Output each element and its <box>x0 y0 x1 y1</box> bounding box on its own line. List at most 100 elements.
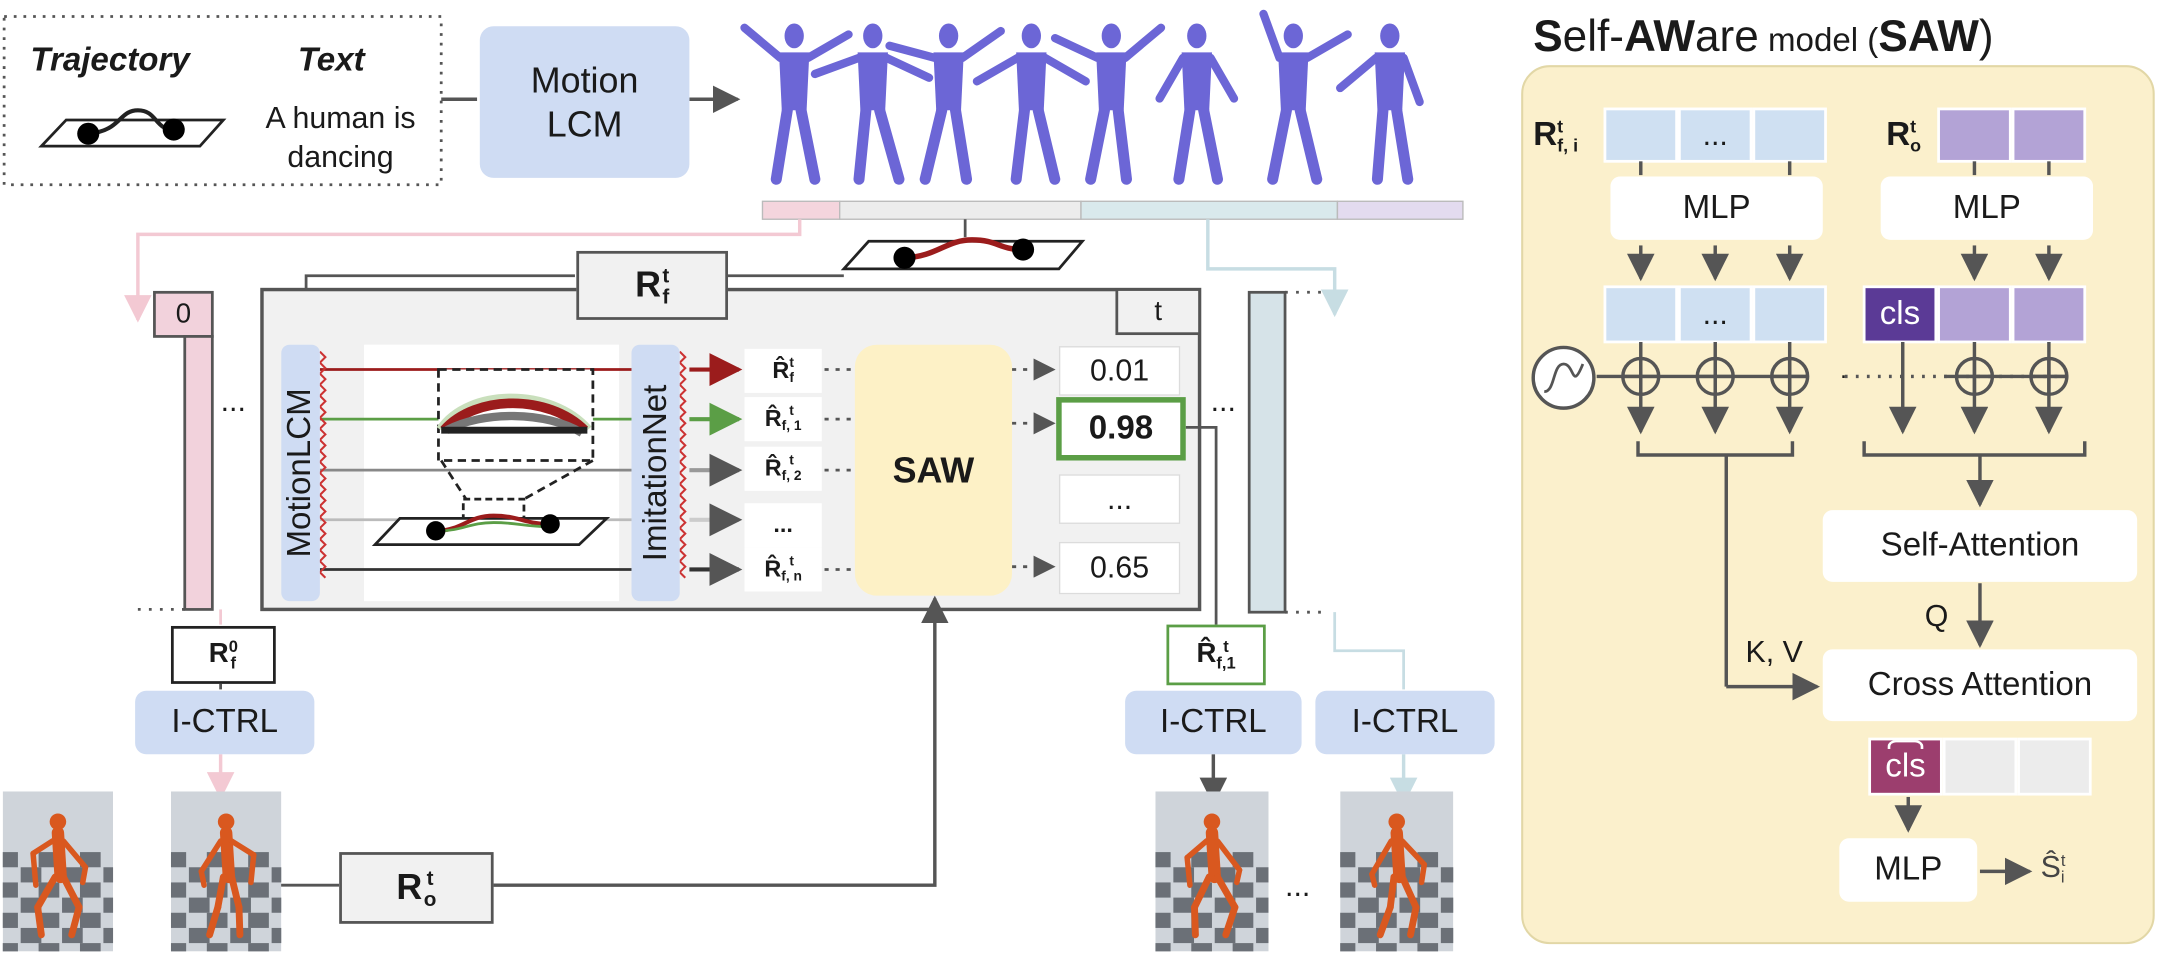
motionlcm-vertical-box: MotionLCM <box>281 344 320 602</box>
human-figure-7 <box>1335 23 1424 185</box>
saw-block: SAW <box>854 344 1013 596</box>
output-base: Ŝ <box>2040 849 2061 884</box>
frame-t-label: t <box>1154 295 1163 327</box>
rfi-base: R <box>1533 115 1558 154</box>
human-figure-0 <box>740 23 853 185</box>
saw-title: Self-AWare model (SAW) <box>1533 11 1993 62</box>
score-1: 0.01 <box>1058 346 1181 396</box>
robot-sim-tile-3 <box>1155 791 1269 952</box>
self-attention-box: Self-Attention <box>1822 510 2138 582</box>
ictrl-box-3: I-CTRL <box>1315 690 1495 755</box>
motionlcm-vertical-label: MotionLCM <box>281 388 319 558</box>
positional-encoding-icon <box>1531 345 1596 410</box>
robot-sim-2 <box>170 791 282 952</box>
rf1-sup: t <box>1223 637 1229 657</box>
ro-saw-sub: o <box>1910 134 1922 156</box>
cls-token: cls <box>1879 295 1921 333</box>
trajectory-plane-icon <box>38 118 227 148</box>
cross-attention-box: Cross Attention <box>1822 649 2138 722</box>
robot-sim-3 <box>1155 791 1269 952</box>
saw-title-aw: AW <box>1623 11 1696 61</box>
human-figures <box>740 9 1424 185</box>
saw-title-close: ) <box>1978 11 1994 61</box>
motion-lcm-line-2: LCM <box>546 103 623 145</box>
rf-sup: t <box>662 264 670 289</box>
robot-sim-tile-1 <box>2 791 114 952</box>
prompt-line-1: A human is <box>265 100 416 136</box>
text-label: Text <box>297 41 365 79</box>
imitationnet-vertical-label: ImitationNet <box>636 384 674 562</box>
candidate-sup: t <box>789 355 794 371</box>
rfi-sub: f, i <box>1557 134 1579 156</box>
mlp-box-1: MLP <box>1610 176 1823 240</box>
saw-title-elf: elf- <box>1562 11 1624 61</box>
cls-hat-text: cls <box>1885 747 1926 785</box>
candidate-sub: f, 2 <box>781 468 802 484</box>
ro-base: R <box>396 865 423 908</box>
prompt-line-2: dancing <box>287 139 394 174</box>
kv-label: K, V <box>1745 634 1803 669</box>
robot-sim-tile-2 <box>170 791 282 952</box>
candidate-base: ... <box>773 511 793 538</box>
ro-saw-sup: t <box>1910 115 1917 137</box>
human-figure-2 <box>885 23 1005 185</box>
rfi-sup: t <box>1557 115 1564 137</box>
ellipsis-bottom: ... <box>1285 868 1311 904</box>
human-figure-4 <box>1050 23 1166 185</box>
motion-lcm-line-1: Motion <box>530 59 639 101</box>
score-best: 0.98 <box>1056 397 1186 461</box>
candidate-sup: t <box>789 403 794 420</box>
ro-saw-base: R <box>1886 115 1911 154</box>
saw-title-are: are <box>1695 11 1759 61</box>
ro-sup: t <box>426 867 434 891</box>
ictrl-box-2: I-CTRL <box>1125 690 1302 755</box>
rf-base: R <box>635 263 661 305</box>
candidate-label-3: ... <box>744 503 822 548</box>
robot-sim-4 <box>1340 791 1454 952</box>
candidate-base: R̂ <box>764 555 782 582</box>
candidate-sub: f, 1 <box>781 419 802 435</box>
ellipsis-left: ... <box>220 383 246 418</box>
score-n: 0.65 <box>1058 541 1181 595</box>
r0-sup: 0 <box>228 637 238 657</box>
human-figure-6 <box>1259 9 1352 185</box>
dots-purple-row: · <box>1839 361 1848 389</box>
cls-hat-token: cls <box>1870 739 1942 794</box>
robot-figure-0 <box>30 813 89 939</box>
r0-base: R <box>208 638 229 670</box>
rf1-base: R̂ <box>1196 638 1217 670</box>
motion-lcm-box: Motion LCM <box>479 26 690 178</box>
candidate-sup: t <box>789 453 794 469</box>
robot-figure-2 <box>1184 813 1243 939</box>
mlp-box-3: MLP <box>1839 838 1978 902</box>
ellipsis-right: ... <box>1210 383 1236 418</box>
q-label: Q <box>1924 598 1949 633</box>
saw-title-s: S <box>1533 11 1563 61</box>
output-sup: t <box>2060 850 2066 871</box>
output-sub: i <box>2060 867 2065 887</box>
saw-title-model: model ( <box>1758 22 1879 60</box>
saw-title-saw: SAW <box>1878 11 1979 61</box>
frame-0-label: 0 <box>175 298 192 329</box>
mlp-box-2: MLP <box>1880 176 2094 240</box>
rf-sub: f <box>662 285 670 309</box>
text-prompt: A human is dancing <box>245 99 435 176</box>
candidate-base: R̂ <box>772 357 790 384</box>
imitationnet-vertical-box: ImitationNet <box>631 344 680 602</box>
r0-sub: f <box>230 653 237 673</box>
candidate-sub: f, n <box>781 569 802 585</box>
robot-figure-1 <box>198 813 257 939</box>
human-figure-1 <box>810 23 934 185</box>
score-ellipsis: ... <box>1058 474 1181 524</box>
